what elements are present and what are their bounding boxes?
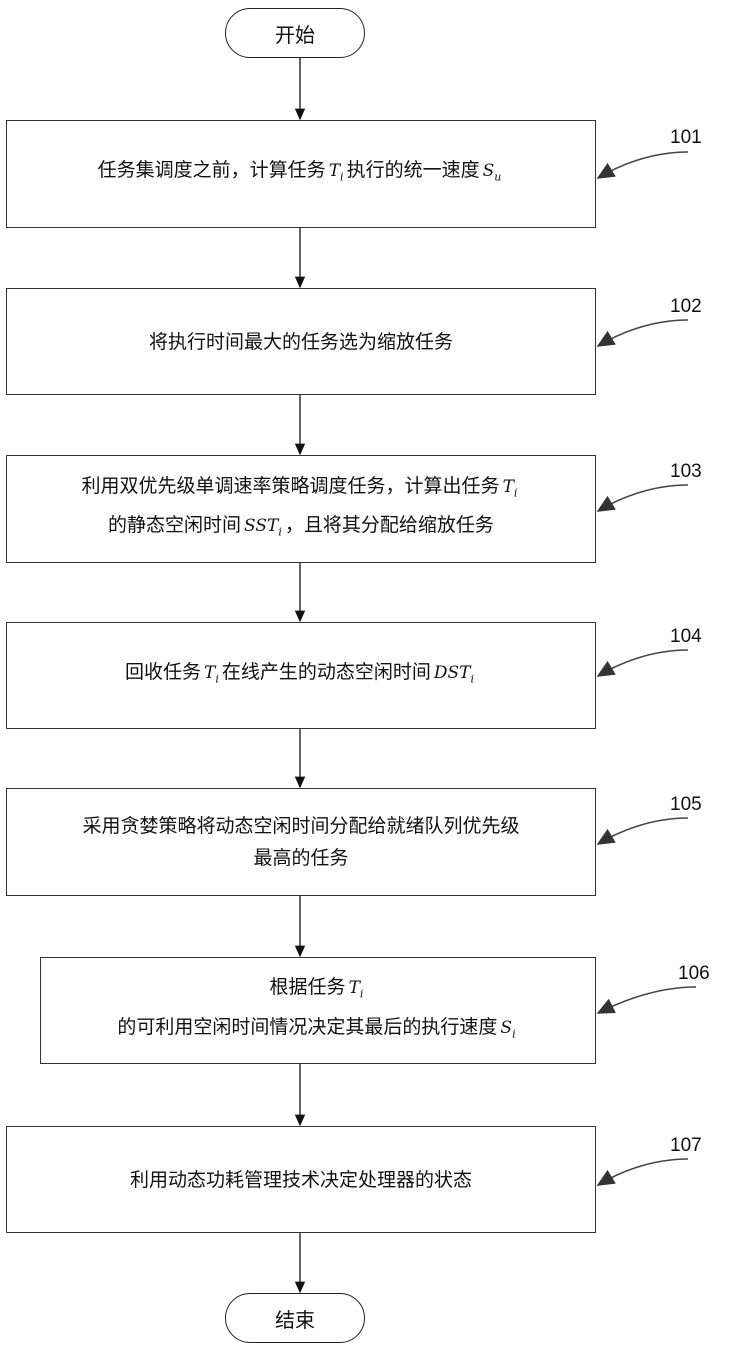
process-text: 任务集调度之前，计算任务Ti执行的统一速度Su: [92, 154, 511, 193]
math-symbol: Ti: [204, 663, 219, 683]
leader-line-104: [598, 650, 688, 676]
step-number-104: 104: [670, 626, 702, 648]
leader-line-107: [598, 1159, 688, 1185]
start-terminal: 开始: [225, 8, 365, 58]
step-number-103: 103: [670, 461, 702, 483]
step-number-107: 107: [670, 1135, 702, 1157]
end-terminal: 结束: [225, 1293, 365, 1343]
step-text: 利用双优先级单调速率策略调度任务，计算出任务: [82, 475, 500, 497]
math-symbol: DSTi: [434, 663, 474, 683]
end-label: 结束: [275, 1304, 315, 1333]
process-box-105: 采用贪婪策略将动态空闲时间分配给就绪队列优先级最高的任务: [6, 788, 596, 896]
process-text-line: 任务集调度之前，计算任务Ti执行的统一速度Su: [98, 154, 505, 193]
leader-line-101: [598, 152, 688, 178]
step-number-101: 101: [670, 127, 702, 149]
step-text: 采用贪婪策略将动态空闲时间分配给就绪队列优先级: [82, 815, 519, 837]
process-box-107: 利用动态功耗管理技术决定处理器的状态: [6, 1126, 596, 1233]
math-symbol: Su: [483, 161, 502, 181]
process-text-line: 利用双优先级单调速率策略调度任务，计算出任务Ti: [82, 470, 521, 509]
step-text: ，且将其分配给缩放任务: [285, 514, 494, 536]
step-text: 的可利用空闲时间情况决定其最后的执行速度: [117, 1016, 497, 1038]
process-text: 利用双优先级单调速率策略调度任务，计算出任务Ti的静态空闲时间SSTi，且将其分…: [76, 470, 527, 549]
step-text: 回收任务: [125, 661, 201, 683]
step-text: 将执行时间最大的任务选为缩放任务: [149, 331, 453, 353]
process-text-line: 最高的任务: [82, 842, 519, 874]
math-symbol: Ti: [349, 978, 364, 998]
process-text: 采用贪婪策略将动态空闲时间分配给就绪队列优先级最高的任务: [76, 810, 525, 874]
step-number-106: 106: [678, 963, 710, 985]
process-text-line: 利用动态功耗管理技术决定处理器的状态: [130, 1164, 472, 1196]
process-text: 利用动态功耗管理技术决定处理器的状态: [124, 1164, 478, 1196]
process-box-103: 利用双优先级单调速率策略调度任务，计算出任务Ti的静态空闲时间SSTi，且将其分…: [6, 455, 596, 563]
math-symbol: Ti: [503, 477, 518, 497]
step-text: 最高的任务: [253, 847, 348, 869]
leader-line-105: [598, 818, 688, 844]
math-symbol: SSTi: [244, 516, 282, 536]
process-text-line: 的可利用空闲时间情况决定其最后的执行速度Si: [117, 1011, 518, 1050]
leader-line-103: [598, 485, 688, 511]
process-box-102: 将执行时间最大的任务选为缩放任务: [6, 288, 596, 395]
process-box-101: 任务集调度之前，计算任务Ti执行的统一速度Su: [6, 120, 596, 228]
process-text-line: 回收任务Ti在线产生的动态空闲时间DSTi: [125, 656, 477, 695]
process-text-line: 根据任务Ti: [117, 971, 518, 1010]
leader-line-106: [598, 987, 696, 1013]
math-symbol: Si: [500, 1018, 515, 1038]
step-text: 利用动态功耗管理技术决定处理器的状态: [130, 1169, 472, 1191]
step-number-102: 102: [670, 296, 702, 318]
process-box-104: 回收任务Ti在线产生的动态空闲时间DSTi: [6, 622, 596, 729]
process-box-106: 根据任务Ti的可利用空闲时间情况决定其最后的执行速度Si: [40, 957, 596, 1064]
step-text: 的静态空闲时间: [108, 514, 241, 536]
leader-line-102: [598, 320, 688, 346]
process-text-line: 的静态空闲时间SSTi，且将其分配给缩放任务: [82, 509, 521, 548]
math-symbol: Ti: [329, 161, 344, 181]
process-text-line: 采用贪婪策略将动态空闲时间分配给就绪队列优先级: [82, 810, 519, 842]
step-text: 根据任务: [270, 976, 346, 998]
process-text: 将执行时间最大的任务选为缩放任务: [143, 326, 459, 358]
step-text: 在线产生的动态空闲时间: [222, 661, 431, 683]
process-text-line: 将执行时间最大的任务选为缩放任务: [149, 326, 453, 358]
step-text: 任务集调度之前，计算任务: [98, 159, 326, 181]
step-text: 执行的统一速度: [347, 159, 480, 181]
process-text: 根据任务Ti的可利用空闲时间情况决定其最后的执行速度Si: [111, 971, 524, 1050]
process-text: 回收任务Ti在线产生的动态空闲时间DSTi: [119, 656, 483, 695]
step-number-105: 105: [670, 794, 702, 816]
start-label: 开始: [275, 19, 315, 48]
